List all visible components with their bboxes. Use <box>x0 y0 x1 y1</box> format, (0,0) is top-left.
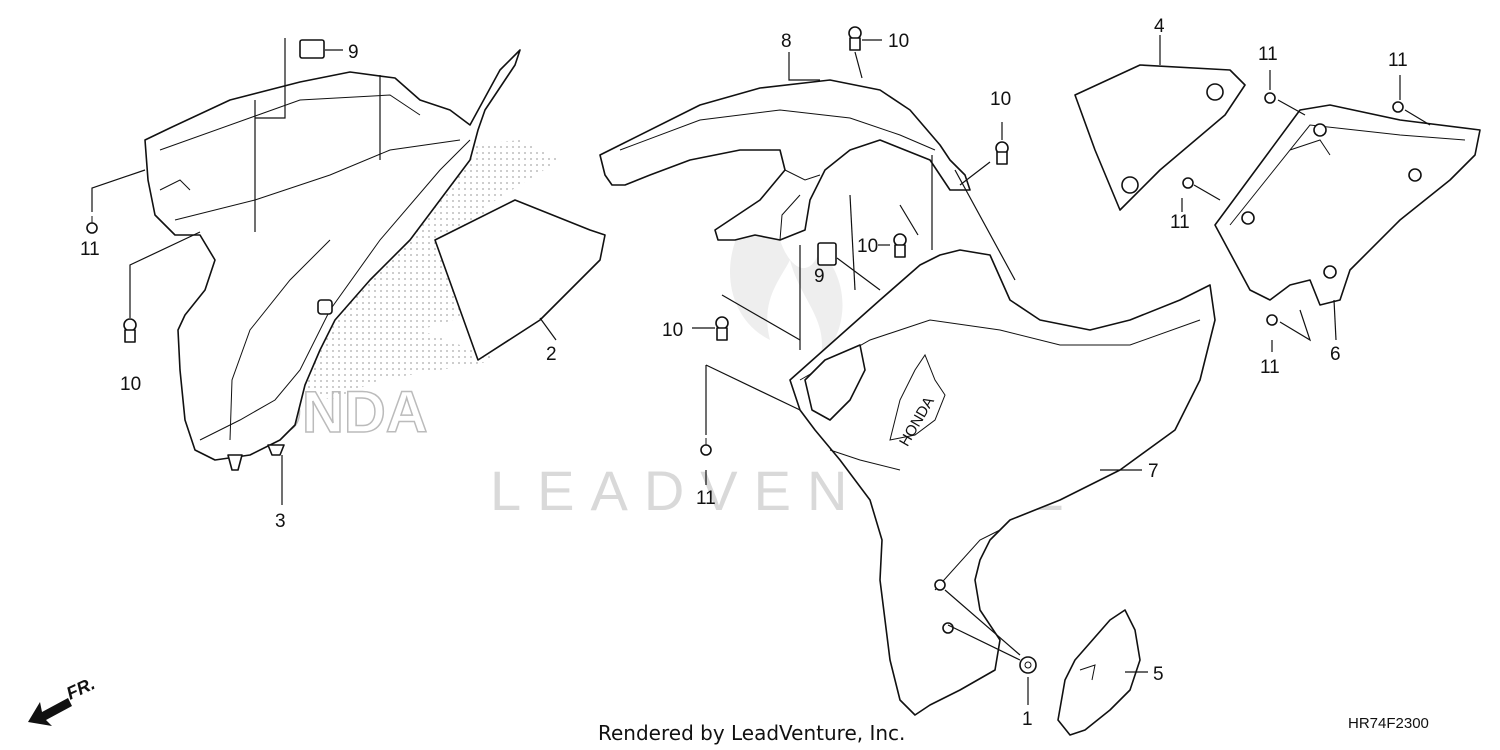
grommet-10c <box>995 141 1009 165</box>
callout-11b: 11 <box>696 488 716 509</box>
part-2-sheet <box>434 199 606 361</box>
callout-11d: 11 <box>1388 50 1408 71</box>
callout-labels: 9 11 10 3 2 8 10 10 10 9 10 11 4 11 11 1… <box>80 16 1408 730</box>
part-4-plate <box>1074 64 1246 211</box>
clip-9b <box>817 242 837 266</box>
part-8-upper-cover <box>599 79 971 241</box>
grommet-10a <box>123 318 137 343</box>
callout-9b: 9 <box>814 266 825 287</box>
grommet-10e <box>715 316 729 341</box>
callout-5: 5 <box>1153 664 1164 685</box>
part-5-lower-cover <box>1057 609 1141 736</box>
callout-11f: 11 <box>1260 357 1280 378</box>
callout-3: 3 <box>275 511 286 532</box>
nut-1 <box>1019 656 1037 674</box>
callout-11c: 11 <box>1258 44 1278 65</box>
screw-11d <box>1392 101 1404 113</box>
callout-11a: 11 <box>80 239 100 260</box>
front-direction-indicator: FR. <box>28 673 98 726</box>
callout-9a: 9 <box>348 42 359 63</box>
clip-9a <box>299 39 325 59</box>
callout-11e: 11 <box>1170 212 1190 233</box>
screw-11e <box>1182 177 1194 189</box>
callout-10d: 10 <box>857 236 878 257</box>
grommet-10b <box>848 26 862 51</box>
grommet-10d <box>893 233 907 258</box>
screw-11f <box>1266 314 1278 326</box>
part-3-left-inner-cover <box>144 49 521 471</box>
diagram-code: HR74F2300 <box>1348 715 1429 732</box>
callout-2: 2 <box>546 344 557 365</box>
callout-8: 8 <box>781 31 792 52</box>
screw-11a <box>86 216 98 234</box>
part-7-main-side-cover: HONDA <box>789 249 1216 716</box>
part-6-right-cover <box>1214 104 1481 306</box>
leadventure-flame-watermark <box>730 220 843 360</box>
callout-6: 6 <box>1330 344 1341 365</box>
screw-11b <box>700 438 712 456</box>
callout-1: 1 <box>1022 709 1033 730</box>
fasteners <box>86 26 1404 674</box>
rendered-by-credit: Rendered by LeadVenture, Inc. <box>598 721 905 745</box>
callout-10e: 10 <box>662 320 683 341</box>
callout-4: 4 <box>1154 16 1165 37</box>
callout-10c: 10 <box>990 89 1011 110</box>
leader-lines <box>91 35 1431 705</box>
callout-10a: 10 <box>120 374 141 395</box>
front-arrow-icon <box>28 698 72 726</box>
callout-7: 7 <box>1148 461 1159 482</box>
callout-10b: 10 <box>888 31 909 52</box>
screw-11c <box>1264 92 1276 104</box>
